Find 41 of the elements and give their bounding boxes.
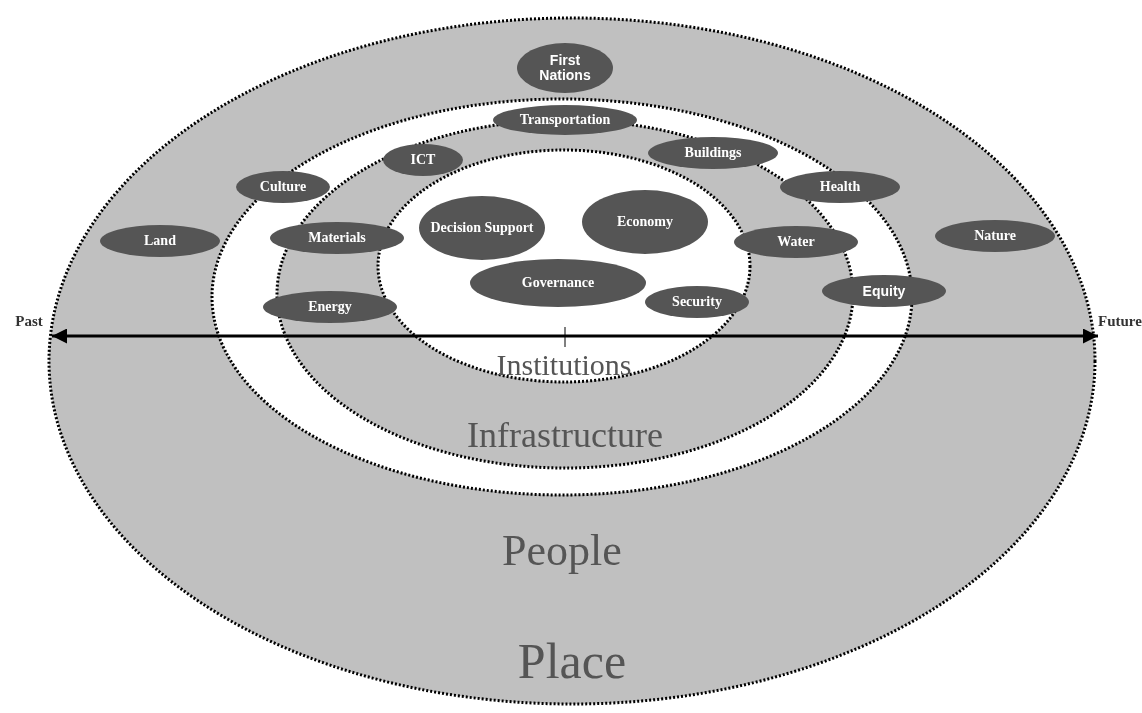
axis-end-label: Past <box>14 314 44 330</box>
oval-node <box>263 291 397 323</box>
ring-label: Place <box>516 634 628 687</box>
node-label: Energy <box>307 299 353 315</box>
timeline-arrow <box>52 328 1098 344</box>
ellipse-ring <box>47 16 1097 706</box>
node-label: Buildings <box>683 145 743 161</box>
node-label: First Nations <box>538 53 592 83</box>
oval-node <box>270 222 404 254</box>
oval-node <box>734 226 858 258</box>
ring-label: People <box>501 527 623 574</box>
oval-node <box>517 43 613 93</box>
oval-node <box>822 275 946 307</box>
oval-node <box>780 171 900 203</box>
node-label: Economy <box>616 214 674 230</box>
oval-node <box>470 259 646 307</box>
oval-node <box>493 105 637 135</box>
oval-node <box>383 144 463 176</box>
ellipse-ring <box>376 148 752 384</box>
node-label: Decision Support <box>429 220 535 236</box>
node-label: Health <box>818 179 862 195</box>
oval-node <box>582 190 708 254</box>
node-label: Land <box>143 233 177 249</box>
axis-end-label: Future <box>1098 314 1140 330</box>
oval-node <box>100 225 220 257</box>
oval-node <box>935 220 1055 252</box>
node-label: Nature <box>973 228 1017 244</box>
node-label: Water <box>776 234 816 250</box>
node-label: Governance <box>520 275 596 291</box>
node-label: Security <box>671 294 723 310</box>
oval-node <box>419 196 545 260</box>
ring-label: Infrastructure <box>466 417 664 455</box>
oval-node <box>236 171 330 203</box>
node-label: ICT <box>409 152 437 168</box>
node-label: Culture <box>258 179 308 195</box>
node-label: Materials <box>307 230 367 246</box>
node-label: Equity <box>861 283 907 299</box>
node-label: Transportation <box>518 112 612 128</box>
oval-node <box>645 286 749 318</box>
ring-label: Institutions <box>495 348 633 380</box>
oval-node <box>648 137 778 169</box>
